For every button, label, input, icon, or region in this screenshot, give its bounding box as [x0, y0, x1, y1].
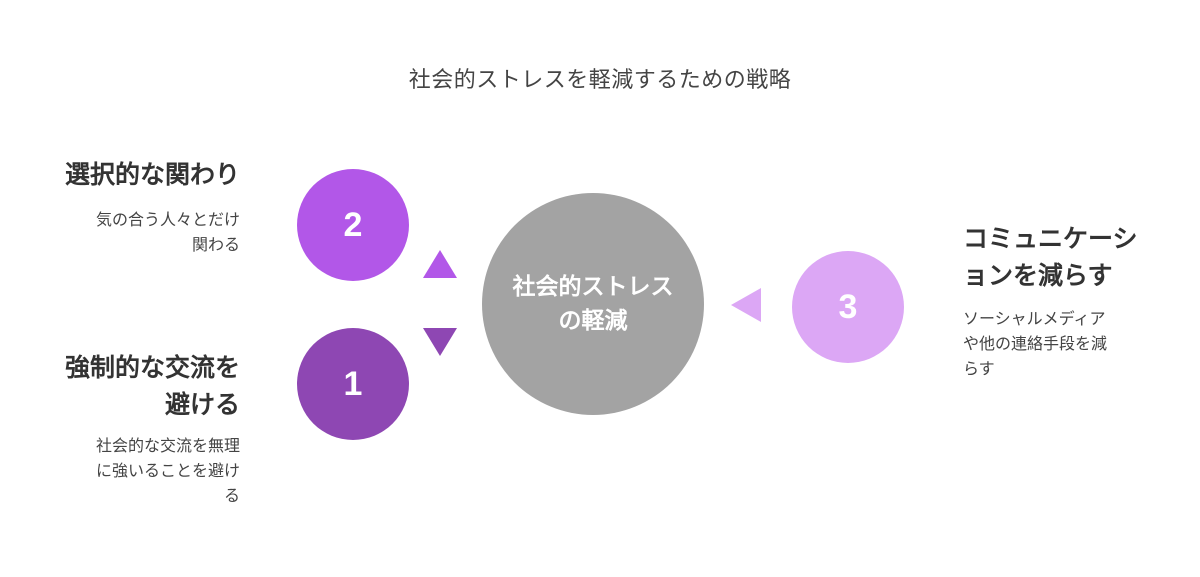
- strategy-1-desc-line: 社会的な交流を無理: [95, 436, 240, 455]
- arrow-down-icon: [423, 328, 457, 356]
- arrow-left-icon: [731, 288, 761, 322]
- diagram-title: 社会的ストレスを軽減するための戦略: [408, 68, 792, 93]
- strategy-2-heading: 選択的な関わり: [40, 156, 240, 193]
- strategy-1-heading-line: 強制的な交流を: [64, 353, 240, 382]
- strategy-3-number: 3: [838, 287, 858, 326]
- strategy-3-desc-line: ソーシャルメディア: [963, 309, 1106, 328]
- strategy-1-description: 社会的な交流を無理 に強いることを避け る: [40, 433, 240, 508]
- strategy-3-desc-line: や他の連絡手段を減: [963, 334, 1108, 353]
- strategy-3-heading-line: コミュニケーシ: [963, 224, 1138, 253]
- strategy-3-desc-line: らす: [963, 359, 995, 378]
- strategy-3-heading-line: ョンを減らす: [963, 261, 1113, 290]
- strategy-3-description: ソーシャルメディア や他の連絡手段を減 らす: [963, 306, 1163, 381]
- center-circle: 社会的ストレス の軽減: [482, 193, 704, 415]
- center-label-line1: 社会的ストレス: [512, 274, 674, 300]
- strategy-1-desc-line: に強いることを避け: [95, 461, 240, 480]
- strategy-1-desc-line: る: [223, 486, 240, 505]
- strategy-1-heading-line: 避ける: [164, 390, 240, 419]
- strategy-2-description: 気の合う人々とだけ 関わる: [40, 207, 240, 257]
- strategy-2-heading-line: 選択的な関わり: [64, 160, 240, 189]
- strategy-2-number: 2: [343, 205, 363, 244]
- arrow-up-icon: [423, 250, 457, 278]
- strategy-2-circle: 2: [297, 169, 409, 281]
- strategy-2-desc-line: 関わる: [191, 235, 240, 254]
- strategy-3-circle: 3: [792, 251, 904, 363]
- strategy-1-heading: 強制的な交流を 避ける: [40, 349, 240, 423]
- strategy-1-number: 1: [343, 364, 363, 403]
- strategy-1-circle: 1: [297, 328, 409, 440]
- strategy-2-desc-line: 気の合う人々とだけ: [95, 210, 240, 229]
- center-label-line2: の軽減: [558, 308, 628, 334]
- strategy-3-heading: コミュニケーシ ョンを減らす: [963, 220, 1163, 294]
